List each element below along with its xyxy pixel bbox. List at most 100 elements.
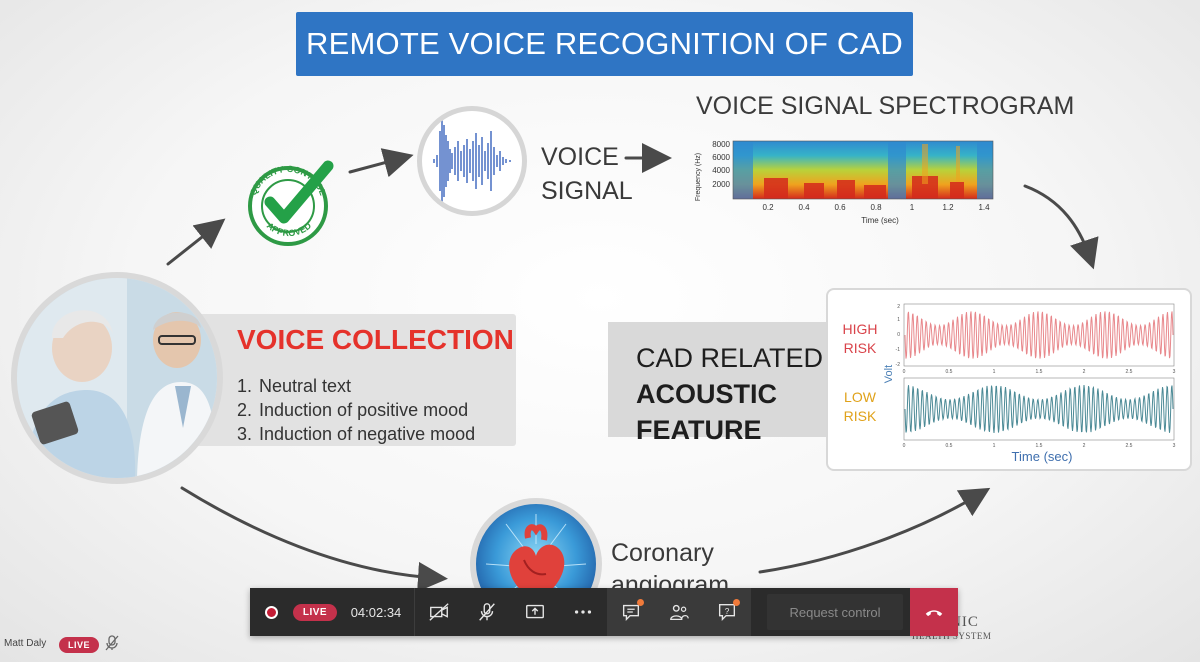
svg-text:?: ? [725,607,730,616]
spectro-xtick: 0.2 [762,203,774,212]
spectro-ytick: 8000 [712,140,730,149]
wave-xtick: 1.5 [1036,443,1043,449]
voice-collection-title: VOICE COLLECTION [237,324,514,355]
voice-signal-image [417,106,527,216]
spectro-xtick: 1.4 [978,203,990,212]
logo-line-2: HEALTH SYSTEM [912,631,992,641]
risk-waveform-panel: HIGH RISK LOW RISK Volt Time (sec) 0 0.5… [826,288,1192,471]
request-control-button[interactable]: Request control [767,594,903,630]
waveform-xlabel: Time (sec) [1012,449,1073,464]
chat-notification-dot [637,599,644,606]
wave-xtick: 1 [993,369,996,375]
mic-off-icon [479,603,495,621]
slide-title: REMOTE VOICE RECOGNITION OF CAD [296,12,913,76]
low-risk-label-2: RISK [844,408,877,424]
acoustic-feature-panel [608,322,840,437]
spectrogram-xlabel: Time (sec) [861,216,899,225]
spectro-xtick: 1 [910,203,915,212]
wave-ytick: 1 [897,317,900,323]
quality-approved-badge-icon: QUALITY CONTROL APPROVED [248,160,334,246]
presenter-name: Matt Daly [4,638,47,649]
wave-xtick: 2 [1083,443,1086,449]
presenter-live-indicator: LIVE [59,635,100,653]
acoustic-line-3: FEATURE [636,415,762,445]
participants-button[interactable] [655,588,703,636]
voice-collection-list: 1.Neutral text 2. Induction of positive m… [237,374,475,446]
recording-indicator[interactable] [250,588,292,636]
spectro-xtick: 0.4 [798,203,810,212]
spectro-ytick: 6000 [712,153,730,162]
wave-xtick: 0 [903,369,906,375]
chat-button[interactable] [607,588,655,636]
acoustic-line-2: ACOUSTIC [636,379,777,409]
spectro-xtick: 0.8 [870,203,882,212]
camera-off-icon [429,603,449,621]
leave-meeting-button[interactable] [910,588,958,636]
share-screen-icon [526,604,544,619]
spectro-ytick: 2000 [712,180,730,189]
acoustic-feature-label: CAD RELATED ACOUSTIC FEATURE [636,340,823,448]
arrow-heart-to-features [758,487,991,574]
high-risk-label-1: HIGH [843,321,878,337]
doctor-patient-illustration-icon [17,278,217,478]
wave-xtick: 0.5 [946,369,953,375]
wave-xtick: 3 [1173,443,1176,449]
arrow-spectrogram-to-features [1023,184,1099,270]
list-item: 2. Induction of positive mood [237,398,475,422]
meeting-control-bar: LIVE 04:02:34 ? Request control [250,588,958,636]
camera-toggle-button[interactable] [415,588,463,636]
presenter-live-badge: LIVE [59,637,100,653]
wave-xtick: 0.5 [946,443,953,449]
coronary-line-1: Coronary [611,539,714,567]
wave-xtick: 3 [1173,369,1176,375]
more-options-button[interactable] [559,588,607,636]
list-item: 1.Neutral text [237,374,475,398]
record-icon [264,605,278,619]
list-text: Induction of positive mood [259,400,469,420]
wave-ytick: 0 [897,332,900,338]
risk-waveform-chart: HIGH RISK LOW RISK Volt Time (sec) 0 0.5… [843,303,1176,464]
doctor-patient-photo [11,272,223,484]
waveform-icon [433,119,511,203]
spectrogram-ylabel: Frequency (Hz) [695,153,702,201]
wave-xtick: 2 [1083,369,1086,375]
low-risk-label-1: LOW [844,389,877,405]
wave-xtick: 1.5 [1036,369,1043,375]
list-item: 3. Induction of negative mood [237,422,475,446]
qa-icon: ? [718,603,736,621]
wave-xtick: 2.5 [1126,369,1133,375]
list-number: 1. [237,376,253,396]
list-number: 3. [237,424,253,444]
heart-icon [485,514,587,602]
wave-ytick: -2 [896,362,901,368]
waveform-ylabel: Volt [883,365,895,383]
wave-xtick: 1 [993,443,996,449]
list-text: Induction of negative mood [259,424,476,444]
wave-xtick: 2.5 [1126,443,1133,449]
wave-xtick: 0 [903,443,906,449]
live-badge: LIVE [292,603,338,621]
arrow-photo-to-badge [166,218,226,266]
participants-icon [670,604,689,620]
hang-up-icon [925,610,943,617]
voice-signal-label: VOICE SIGNAL [541,140,633,208]
qa-button[interactable]: ? [703,588,751,636]
wave-ytick: 2 [897,304,900,310]
more-icon [574,610,592,614]
qa-notification-dot [733,599,740,606]
spectro-xtick: 1.2 [942,203,954,212]
meeting-timer: 04:02:34 [350,604,402,620]
live-indicator: LIVE [292,588,338,636]
share-screen-button[interactable] [511,588,559,636]
wave-ytick: -1 [896,347,901,353]
divider [414,588,415,636]
spectro-xtick: 0.6 [834,203,846,212]
high-risk-waveform [904,311,1174,359]
mic-toggle-button[interactable] [463,588,511,636]
arrow-badge-to-signal [348,148,414,178]
list-number: 2. [237,400,253,420]
spectrogram-title: VOICE SIGNAL SPECTROGRAM [696,92,1075,120]
voice-collection-panel [178,314,516,446]
acoustic-line-1: CAD RELATED [636,343,824,373]
spectrogram-chart: Frequency (Hz) 8000 6000 4000 2000 0.2 0… [695,140,994,225]
